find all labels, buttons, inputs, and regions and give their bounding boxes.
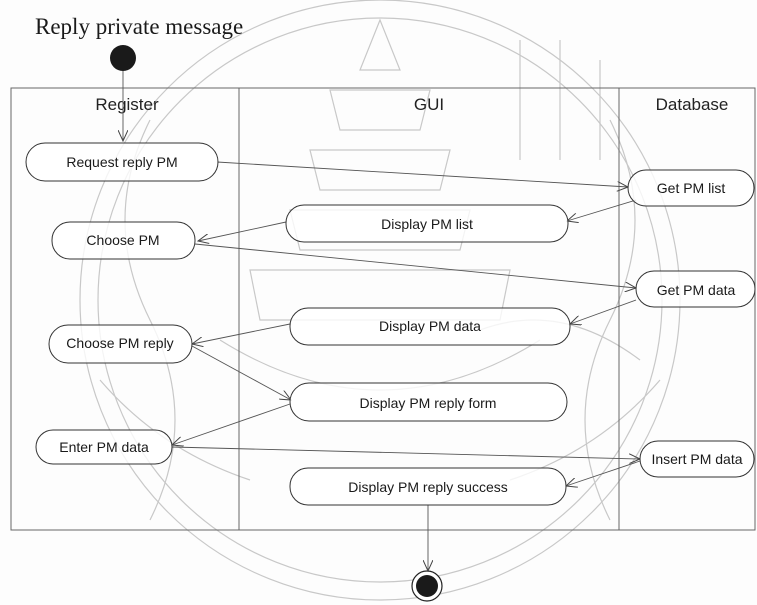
action-choose-pm-label: Choose PM bbox=[86, 232, 159, 248]
action-insert-pm-data: Insert PM data bbox=[639, 440, 755, 478]
lane-header-gui: GUI bbox=[414, 95, 444, 114]
action-enter-pm-data: Enter PM data bbox=[35, 429, 173, 465]
action-display-pm-reply-form: Display PM reply form bbox=[289, 382, 568, 422]
action-display-pm-reply-form-label: Display PM reply form bbox=[360, 395, 497, 411]
action-get-pm-list: Get PM list bbox=[627, 169, 755, 207]
action-get-pm-list-label: Get PM list bbox=[657, 180, 726, 196]
flow-insert-pm-data-to-display-success bbox=[566, 460, 641, 486]
action-request-reply-pm-label: Request reply PM bbox=[66, 154, 177, 170]
action-display-pm-list-label: Display PM list bbox=[381, 216, 473, 232]
swimlane-frame bbox=[10, 87, 756, 531]
action-enter-pm-data-label: Enter PM data bbox=[59, 439, 149, 455]
flow-choose-pm-reply-to-display-reply-form bbox=[191, 345, 291, 400]
flow-request-to-get-pm-list bbox=[216, 161, 628, 187]
flow-display-pm-data-to-choose-pm-reply bbox=[192, 323, 291, 344]
control-flows bbox=[123, 71, 640, 571]
action-display-pm-reply-success-label: Display PM reply success bbox=[348, 479, 508, 495]
action-get-pm-data-label: Get PM data bbox=[657, 282, 736, 298]
lane-header-database: Database bbox=[656, 95, 729, 114]
flow-choose-pm-to-get-pm-data bbox=[194, 243, 636, 288]
action-display-pm-reply-success: Display PM reply success bbox=[289, 467, 567, 506]
action-display-pm-list: Display PM list bbox=[285, 204, 569, 243]
diagram-title: Reply private message bbox=[35, 14, 243, 39]
university-seal-watermark bbox=[79, 0, 681, 601]
action-display-pm-data: Display PM data bbox=[289, 307, 571, 346]
flow-display-reply-form-to-enter-pm-data bbox=[172, 403, 291, 445]
action-choose-pm-reply-label: Choose PM reply bbox=[66, 335, 173, 351]
lane-header-register: Register bbox=[95, 95, 159, 114]
action-get-pm-data: Get PM data bbox=[635, 270, 756, 308]
action-choose-pm: Choose PM bbox=[51, 221, 196, 260]
final-node bbox=[416, 575, 438, 597]
action-request-reply-pm: Request reply PM bbox=[25, 142, 219, 182]
initial-node bbox=[110, 45, 136, 71]
action-choose-pm-reply: Choose PM reply bbox=[48, 324, 193, 364]
flow-display-pm-list-to-choose-pm bbox=[198, 221, 287, 241]
flow-enter-pm-data-to-insert-pm-data bbox=[171, 446, 640, 459]
action-display-pm-data-label: Display PM data bbox=[379, 318, 481, 334]
flow-get-pm-data-to-display-pm-data bbox=[570, 299, 637, 324]
flow-get-pm-list-to-display-pm-list bbox=[567, 199, 637, 221]
action-insert-pm-data-label: Insert PM data bbox=[651, 451, 742, 467]
